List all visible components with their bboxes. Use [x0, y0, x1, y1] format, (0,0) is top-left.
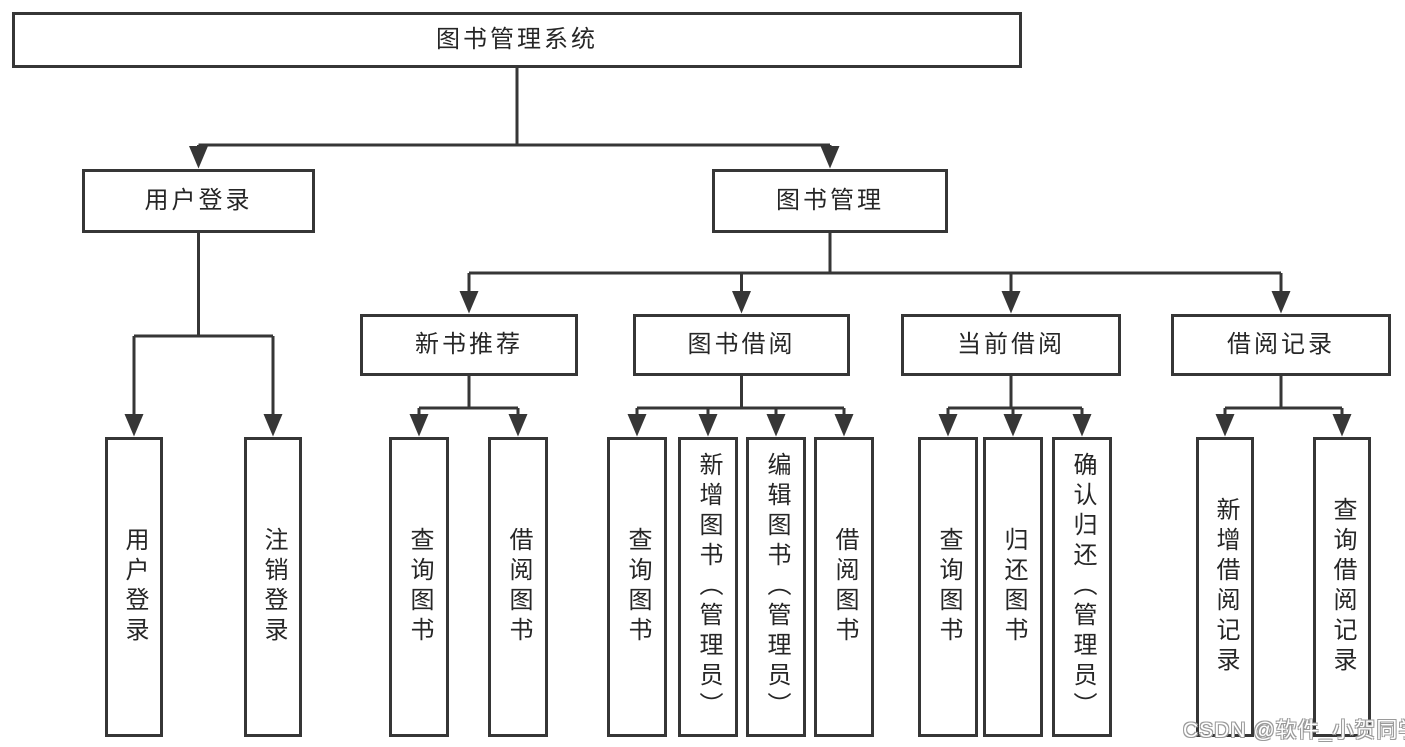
leaf-current-confirm-return-admin: 确认归还（管理员）	[1052, 437, 1112, 737]
leaf-logout: 注销登录	[244, 437, 302, 737]
node-label: 查询图书	[624, 527, 651, 647]
node-label: 新书推荐	[415, 331, 523, 358]
node-label: 借阅图书	[831, 527, 858, 647]
node-label: 借阅记录	[1227, 331, 1335, 358]
node-new-book-recommend: 新书推荐	[360, 314, 578, 376]
node-label: 用户登录	[121, 527, 148, 647]
node-label: 新增图书（管理员）	[695, 452, 722, 722]
node-current-borrowing: 当前借阅	[901, 314, 1121, 376]
node-label: 编辑图书（管理员）	[763, 452, 790, 722]
leaf-borrow-borrow-book: 借阅图书	[814, 437, 874, 737]
leaf-records-query-record: 查询借阅记录	[1313, 437, 1371, 737]
node-label: 图书借阅	[687, 331, 796, 358]
leaf-recommend-query-book: 查询图书	[389, 437, 449, 737]
node-label: 用户登录	[144, 187, 253, 214]
leaf-borrow-query-book: 查询图书	[607, 437, 667, 737]
node-root-system: 图书管理系统	[12, 12, 1022, 68]
leaf-current-query-book: 查询图书	[918, 437, 978, 737]
node-label: 查询图书	[935, 527, 962, 647]
node-user-login-module: 用户登录	[82, 169, 315, 233]
node-book-borrowing: 图书借阅	[633, 314, 850, 376]
node-label: 新增借阅记录	[1212, 497, 1239, 677]
leaf-records-add-record: 新增借阅记录	[1196, 437, 1254, 737]
node-label: 归还图书	[1000, 527, 1027, 647]
node-label: 当前借阅	[957, 331, 1065, 358]
node-label: 查询借阅记录	[1329, 497, 1356, 677]
node-book-management-module: 图书管理	[712, 169, 948, 233]
leaf-current-return-book: 归还图书	[983, 437, 1043, 737]
arrowheads	[124, 146, 1352, 437]
csdn-watermark: CSDN @软件_小贺同学	[1183, 719, 1405, 742]
node-label: 确认归还（管理员）	[1069, 452, 1096, 722]
node-label: 查询图书	[406, 527, 433, 647]
node-label: 图书管理	[776, 187, 884, 214]
node-label: 借阅图书	[505, 527, 532, 647]
leaf-recommend-borrow-book: 借阅图书	[488, 437, 548, 737]
node-label: 图书管理系统	[436, 26, 598, 53]
leaf-borrow-add-book-admin: 新增图书（管理员）	[678, 437, 738, 737]
node-borrowing-records: 借阅记录	[1171, 314, 1391, 376]
leaf-user-login: 用户登录	[105, 437, 163, 737]
node-label: 注销登录	[260, 527, 287, 647]
leaf-borrow-edit-book-admin: 编辑图书（管理员）	[746, 437, 806, 737]
